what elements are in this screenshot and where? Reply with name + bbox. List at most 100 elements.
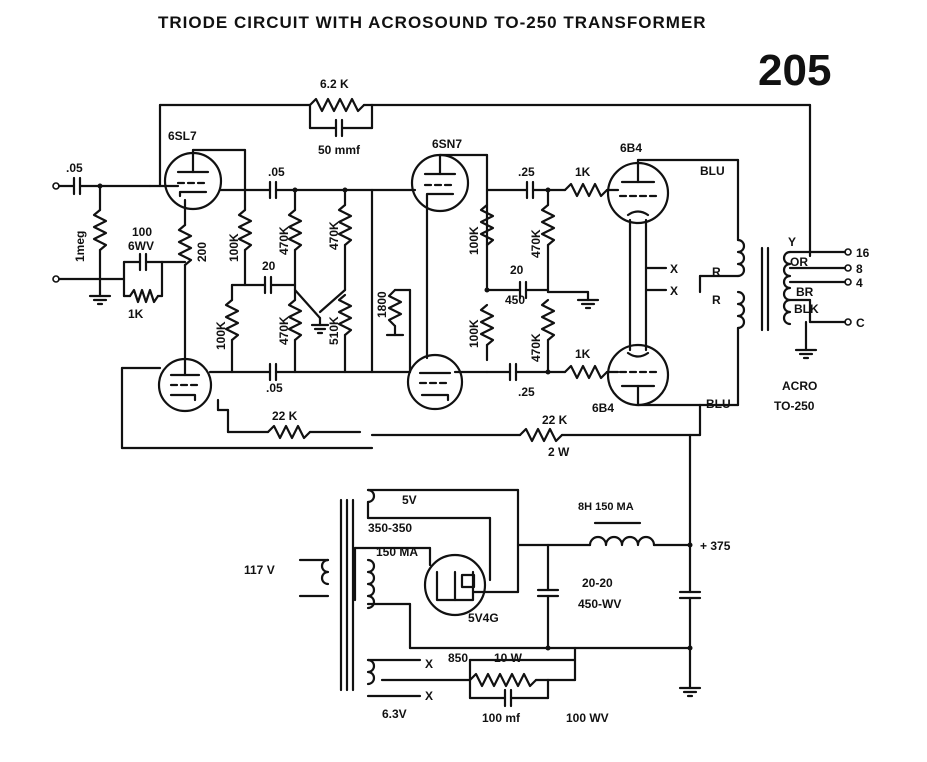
tube-6b4-lower: 6B4 (592, 343, 670, 415)
plate-resistor-100k-b-label: 100K (214, 321, 228, 350)
cathode-resistor-1800 (387, 288, 403, 328)
grid-resistor-470k-e-label: 470K (529, 333, 543, 362)
grid-resistor-470k-b-label: 470K (327, 221, 341, 250)
rectifier-label: 5V4G (468, 611, 499, 625)
grid-resistor-510k (337, 293, 353, 337)
coupling-cap-05b-label: .05 (266, 381, 283, 395)
filter-cap-voltage-label: 450-WV (578, 597, 621, 611)
b-plus-label: + 375 (700, 539, 731, 553)
page-number-badge: 205 (758, 46, 831, 95)
feedback-resistor-22k-b-label: 22 K (542, 413, 568, 427)
heater-bias-resistor-850 (468, 672, 538, 688)
grid-resistor-470k-c-label: 470K (277, 316, 291, 345)
plate-resistor-100k-b (224, 298, 240, 342)
grid-stopper-1k-b-label: 1K (575, 347, 591, 361)
grid-resistor-470k-a (287, 208, 303, 252)
tube-6sn7-upper: 6SN7 (410, 137, 470, 213)
plate-resistor-100k-a (237, 208, 253, 252)
heater-bias-resistor-label: 850 (448, 651, 468, 665)
heater-x-lower-label: X (425, 689, 433, 703)
secondary-br-label: BR (796, 285, 814, 299)
grid-resistor-label: 1meg (73, 231, 87, 262)
hv-winding-label: 350-350 (368, 521, 412, 535)
heater-bias-cap-label: 100 mf (482, 711, 521, 725)
primary-r-lower-label: R (712, 293, 721, 307)
feedback-resistor-6-2k (308, 97, 366, 113)
grid-resistor-470k-e (540, 298, 556, 342)
input-cap-label: .05 (66, 161, 83, 175)
filament-x-upper-label: X (670, 262, 678, 276)
grid-resistor-470k-d-label: 470K (529, 229, 543, 258)
filter-choke: 8H 150 MA (578, 501, 656, 547)
grid-resistor-1meg (92, 208, 108, 252)
diagram-title: TRIODE CIRCUIT WITH ACROSOUND TO-250 TRA… (158, 13, 707, 32)
tube-6b4-upper: 6B4 (606, 141, 670, 225)
filter-cap-label: 20-20 (582, 576, 613, 590)
tube-6b4-lower-label: 6B4 (592, 401, 614, 415)
output-transformer: R R Y OR BR BLK 16 8 4 C ACRO TO-250 (698, 235, 870, 413)
plate-resistor-100k-c (479, 203, 495, 247)
plate-resistor-100k-c-label: 100K (467, 226, 481, 255)
feedback-resistor-22k-a (266, 424, 312, 440)
cathode-resistor-label: 1K (128, 307, 144, 321)
cathode-resistor-1800-label: 1800 (375, 291, 389, 318)
cathode-resistor-1k (128, 288, 160, 304)
feedback-network: 6.2 K 50 mmf (308, 77, 812, 157)
heater-x-upper-label: X (425, 657, 433, 671)
grid-stopper-1k-b (563, 364, 609, 380)
tube-6sn7-lower (406, 353, 464, 411)
feedback-resistor-22k-a-label: 22 K (272, 409, 298, 423)
heater-6-3v-label: 6.3V (382, 707, 407, 721)
wire-blu-upper-label: BLU (700, 164, 725, 178)
plate-resistor-100k-d (479, 303, 495, 347)
feedback-resistor-22k-b-watt-label: 2 W (548, 445, 570, 459)
secondary-blk-label: BLK (794, 302, 819, 316)
tube-6sl7-upper: 6SL7 (148, 129, 223, 211)
choke-label: 8H 150 MA (578, 501, 634, 513)
cathode-resistor-200-label: 200 (195, 242, 209, 262)
grid-resistor-470k-c (287, 298, 303, 342)
tube-6sn7-label: 6SN7 (432, 137, 462, 151)
tap-c-label: C (856, 316, 865, 330)
feedback-resistor-label: 6.2 K (320, 77, 349, 91)
heater-bias-cap-voltage-label: 100 WV (566, 711, 609, 725)
filament-x-lower-label: X (670, 284, 678, 298)
cathode-cap-label: 100 (132, 225, 152, 239)
secondary-or-label: OR (790, 255, 808, 269)
tap-4-label: 4 (856, 276, 863, 290)
tube-6sl7-label: 6SL7 (168, 129, 197, 143)
tap-16-label: 16 (856, 246, 870, 260)
grid-resistor-470k-d (540, 203, 556, 247)
feedback-cap-label: 50 mmf (318, 143, 361, 157)
rectifier-filament-5v-label: 5V (402, 493, 417, 507)
primary-117v-label: 117 V (244, 563, 275, 577)
coupling-cap-25b-label: .25 (518, 385, 535, 399)
input-section: .05 1meg 100 6WV 1K (52, 161, 187, 321)
tap-8-label: 8 (856, 262, 863, 276)
secondary-y-label: Y (788, 235, 796, 249)
plate-resistor-100k-a-label: 100K (227, 233, 241, 262)
grid-stopper-1k-a-label: 1K (575, 165, 591, 179)
tube-6sl7-lower (157, 357, 213, 413)
grid-resistor-510k-label: 510K (327, 316, 341, 345)
bypass-cap-20b-voltage-label: 450 (505, 293, 525, 307)
bypass-cap-20b-label: 20 (510, 263, 524, 277)
grid-resistor-470k-a-label: 470K (277, 226, 291, 255)
feedback-resistor-22k-b (518, 427, 564, 443)
heater-bias-resistor-watt-label: 10 W (494, 651, 523, 665)
coupling-cap-1-label: .05 (268, 165, 285, 179)
tube-6b4-upper-label: 6B4 (620, 141, 642, 155)
grid-resistor-470k-b (337, 203, 353, 247)
coupling-cap-25a-label: .25 (518, 165, 535, 179)
grid-stopper-1k-a (563, 182, 609, 198)
plate-resistor-100k-d-label: 100K (467, 319, 481, 348)
transformer-brand-label: ACRO (782, 379, 817, 393)
transformer-model-label: TO-250 (774, 399, 815, 413)
power-transformer: 117 V 5V 350-350 150 MA 6.3V (244, 488, 520, 721)
rectifier-tube-5v4g: 5V4G (423, 553, 499, 625)
cathode-resistor-200 (177, 223, 193, 267)
primary-r-upper-label: R (712, 265, 721, 279)
bypass-cap-20a-label: 20 (262, 259, 276, 273)
cathode-cap-voltage-label: 6WV (128, 239, 154, 253)
